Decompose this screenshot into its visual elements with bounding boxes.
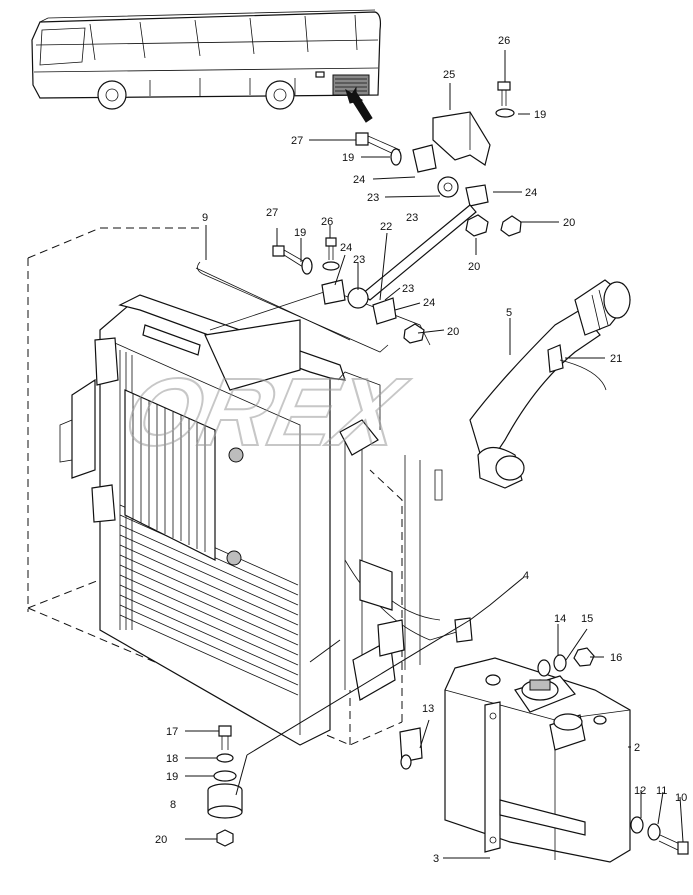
callout-18: 18: [166, 753, 178, 765]
callout-9: 9: [202, 212, 208, 224]
callout-20: 20: [155, 834, 167, 846]
callout-4: 4: [523, 570, 529, 582]
callout-20: 20: [447, 326, 459, 338]
callout-10: 10: [675, 792, 687, 804]
callout-19: 19: [534, 109, 546, 121]
callout-26: 26: [498, 35, 510, 47]
callout-2: 2: [634, 742, 640, 754]
callout-21: 21: [610, 353, 622, 365]
callout-23: 23: [353, 254, 365, 266]
callout-20: 20: [563, 217, 575, 229]
bus-location-thumbnail: [31, 9, 382, 123]
intercooler-core: [124, 389, 216, 561]
callout-27: 27: [266, 207, 278, 219]
callout-24: 24: [340, 242, 352, 254]
cooling-pipes: [195, 261, 473, 701]
callout-23: 23: [406, 212, 418, 224]
callout-11: 11: [656, 785, 667, 797]
callout-26: 26: [321, 216, 333, 228]
callout-24: 24: [423, 297, 435, 309]
callout-25: 25: [443, 69, 455, 81]
callout-23: 23: [367, 192, 379, 204]
leader-lines: [185, 50, 684, 859]
mounting-stay-hardware: [272, 81, 522, 344]
callout-24: 24: [525, 187, 537, 199]
watermark-text: OREX: [116, 358, 416, 466]
callout-19: 19: [342, 152, 354, 164]
callout-27: 27: [291, 135, 303, 147]
callout-22: 22: [380, 221, 392, 233]
callout-3: 3: [433, 853, 439, 865]
callout-20: 20: [468, 261, 480, 273]
charge-air-pipe: [469, 279, 631, 489]
callout-5: 5: [506, 307, 512, 319]
callout-17: 17: [166, 726, 178, 738]
callout-19: 19: [294, 227, 306, 239]
callout-16: 16: [610, 652, 622, 664]
callout-19: 19: [166, 771, 178, 783]
expansion-tank: [399, 647, 689, 863]
callout-8: 8: [170, 799, 176, 811]
callout-12: 12: [634, 785, 646, 797]
callout-15: 15: [581, 613, 593, 625]
callout-labels: 26 25 19 27 19 24 23 23 24 20 20 9 27 26…: [155, 35, 687, 865]
callout-13: 13: [422, 703, 434, 715]
callout-23: 23: [402, 283, 414, 295]
rubber-mount-stack: [207, 725, 243, 847]
radiator-envelope-outline: [27, 227, 403, 746]
callout-14: 14: [554, 613, 566, 625]
callout-24: 24: [353, 174, 365, 186]
